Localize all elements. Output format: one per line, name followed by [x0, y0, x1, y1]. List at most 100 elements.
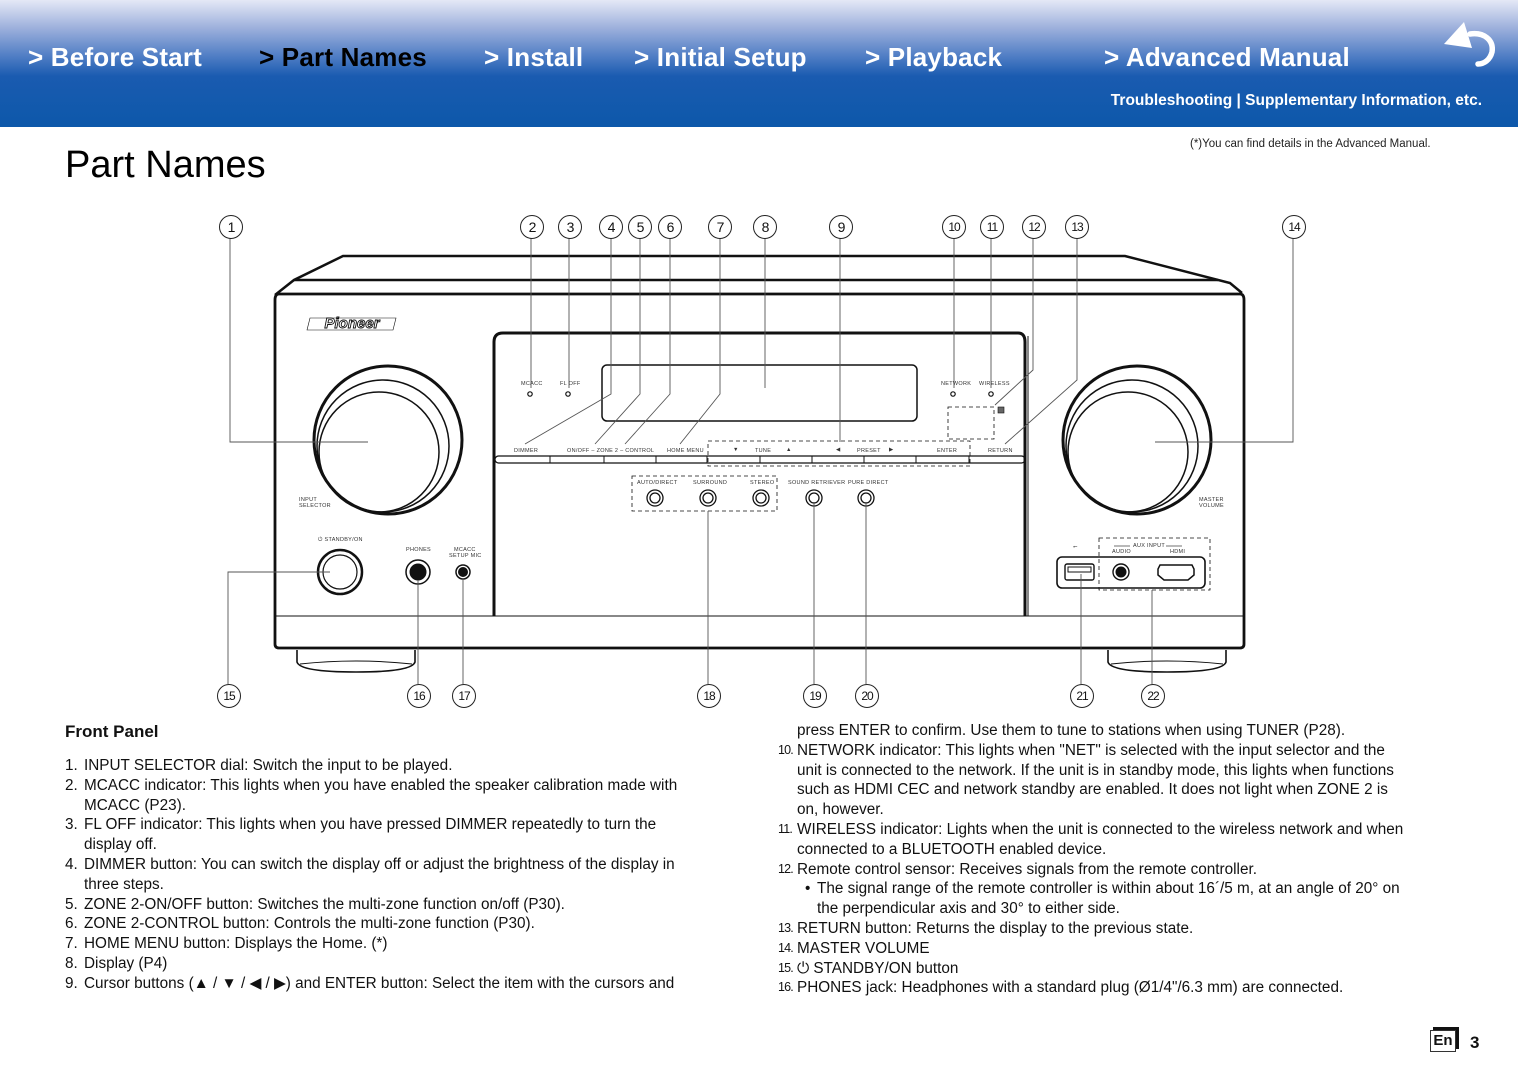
callout-18: 18: [697, 684, 721, 708]
callout-6: 6: [658, 215, 682, 239]
label-auto-direct: AUTO/DIRECT: [637, 480, 678, 486]
item-text-line: RETURN button: Returns the display to th…: [797, 919, 1194, 937]
callout-1: 1: [219, 215, 243, 239]
label-tune: TUNE: [755, 448, 772, 454]
item-text-line: three steps.: [84, 875, 164, 893]
usb-icon: ⭠: [1073, 544, 1078, 550]
nav-before-start[interactable]: > Before Start: [28, 42, 203, 72]
label-stereo: STEREO: [750, 480, 775, 486]
nav-initial-setup[interactable]: > Initial Setup: [634, 42, 807, 72]
item-text-line: display off.: [84, 836, 157, 854]
callout-19: 19: [803, 684, 827, 708]
item-text-line: INPUT SELECTOR dial: Switch the input to…: [84, 757, 453, 774]
item-number: 5.: [65, 895, 78, 913]
item-number: 3.: [65, 816, 78, 834]
item-text-line: FL OFF indicator: This lights when you h…: [84, 816, 657, 834]
item-number: 15.: [778, 960, 794, 975]
troubleshooting-link[interactable]: Troubleshooting | Supplementary Informat…: [1110, 92, 1482, 109]
label-wireless: WIRELESS: [979, 381, 1010, 387]
callout-16: 16: [407, 684, 431, 708]
page-title: Part Names: [65, 144, 266, 186]
nav-playback[interactable]: > Playback: [865, 42, 1003, 72]
list-item: 3. FL OFF indicator: This lights when you…: [65, 815, 745, 855]
front-panel-list-left: 1. INPUT SELECTOR dial: Switch the input …: [65, 756, 745, 994]
preset-left-icon: ◀: [836, 447, 841, 453]
preset-right-icon: ▶: [889, 447, 894, 453]
item-text-line: NETWORK indicator: This lights when "NET…: [797, 741, 1385, 759]
tune-down-icon: ▼: [733, 447, 739, 453]
list-item: 1. INPUT SELECTOR dial: Switch the input …: [65, 756, 745, 776]
item-text-line: MCACC indicator: This lights when you ha…: [84, 776, 678, 794]
list-item: 16.PHONES jack: Headphones with a standa…: [778, 978, 1478, 998]
item-text-line: The signal range of the remote controlle…: [817, 880, 1400, 898]
item-text-line: MCACC (P23).: [84, 796, 186, 814]
label-selector: SELECTOR: [299, 503, 331, 509]
list-item: 15.⏻ STANDBY/ON button: [778, 959, 1478, 979]
item-number: 2.: [65, 776, 78, 794]
callout-14: 14: [1282, 215, 1306, 239]
item-number: 9.: [65, 974, 78, 992]
front-panel-heading: Front Panel: [65, 722, 159, 741]
return-arrow-icon[interactable]: [1440, 20, 1498, 68]
label-sound-retriever: SOUND RETRIEVER: [788, 480, 846, 486]
label-phones: PHONES: [406, 547, 432, 553]
callout-3: 3: [558, 215, 582, 239]
item-text-line: HOME MENU button: Displays the Home. (*): [84, 935, 388, 953]
label-aux-input: AUX INPUT: [1133, 543, 1166, 549]
item-text-line: PHONES jack: Headphones with a standard …: [797, 979, 1344, 997]
pioneer-logo: Pioneer: [324, 315, 380, 332]
list-item: 6.ZONE 2-CONTROL button: Controls the mu…: [65, 914, 745, 934]
item-number: 7.: [65, 935, 78, 953]
label-network: NETWORK: [941, 381, 972, 387]
item-text-line: on, however.: [797, 801, 884, 819]
label-volume: VOLUME: [1199, 503, 1225, 509]
advanced-manual-note: (*)You can find details in the Advanced …: [1190, 138, 1431, 150]
label-return: RETURN: [988, 448, 1013, 454]
label-master: MASTER: [1199, 497, 1224, 503]
item-number: 11.: [778, 821, 793, 836]
bullet-marker: •: [805, 880, 811, 898]
callout-2: 2: [520, 215, 544, 239]
item-number: 8.: [65, 954, 78, 972]
callout-5: 5: [628, 215, 652, 239]
label-setup-mic: SETUP MIC: [449, 553, 482, 559]
nav-install[interactable]: > Install: [484, 42, 584, 72]
list-item: 2. MCACC indicator: This lights when you …: [65, 776, 745, 816]
callout-20: 20: [855, 684, 879, 708]
item-text-line: WIRELESS indicator: Lights when the unit…: [797, 820, 1404, 838]
list-item: 9. Cursor buttons (▲ / ▼ / ◀ / ▶) and ENT…: [65, 974, 745, 994]
label-preset: PRESET: [857, 448, 881, 454]
receiver-drawing: Pioneer: [227, 238, 1294, 684]
item-number: 12.: [778, 861, 794, 876]
label-mcacc-mic: MCACC: [454, 547, 476, 553]
item-text-line: connected to a BLUETOOTH enabled device.: [797, 840, 1107, 858]
item-text-line: Display (P4): [84, 954, 168, 972]
callout-7: 7: [708, 215, 732, 239]
list-item: 8. Display (P4): [65, 954, 745, 974]
item-number: 4.: [65, 855, 78, 873]
label-fl-off: FL OFF: [560, 381, 581, 387]
nav-advanced-manual[interactable]: > Advanced Manual: [1104, 42, 1350, 72]
nav-part-names[interactable]: > Part Names: [259, 42, 427, 72]
item-text-line: ZONE 2-CONTROL button: Controls the mult…: [84, 915, 535, 933]
label-input: INPUT: [299, 497, 317, 503]
item-text-line: Cursor buttons (▲ / ▼ / ◀ / ▶) and ENTER…: [84, 974, 675, 992]
item-number: 1.: [65, 757, 78, 774]
item-9-continuation: press ENTER to confirm. Use them to tune…: [797, 722, 1346, 739]
list-item: 12.Remote control sensor: Receives signa…: [778, 860, 1478, 880]
list-item: 7. HOME MENU button: Displays the Home. (…: [65, 934, 745, 954]
list-bullet: • The signal range of the remote controll…: [778, 879, 1478, 919]
callout-17: 17: [452, 684, 476, 708]
list-item: 5.ZONE 2-ON/OFF button: Switches the mul…: [65, 895, 745, 915]
page-number: 3: [1470, 1033, 1480, 1052]
label-pure-direct: PURE DIRECT: [848, 480, 889, 486]
callout-8: 8: [753, 215, 777, 239]
callout-10: 10: [942, 215, 966, 239]
item-text-line: DIMMER button: You can switch the displa…: [84, 855, 675, 873]
tune-up-icon: ▲: [786, 447, 792, 453]
label-zone2: ON/OFF – ZONE 2 – CONTROL: [567, 448, 655, 454]
item-text-line: ⏻ STANDBY/ON button: [797, 959, 959, 977]
list-item: 11. WIRELESS indicator: Lights when the u…: [778, 820, 1478, 860]
item-number: 16.: [778, 980, 794, 995]
language-badge: En: [1430, 1030, 1456, 1052]
